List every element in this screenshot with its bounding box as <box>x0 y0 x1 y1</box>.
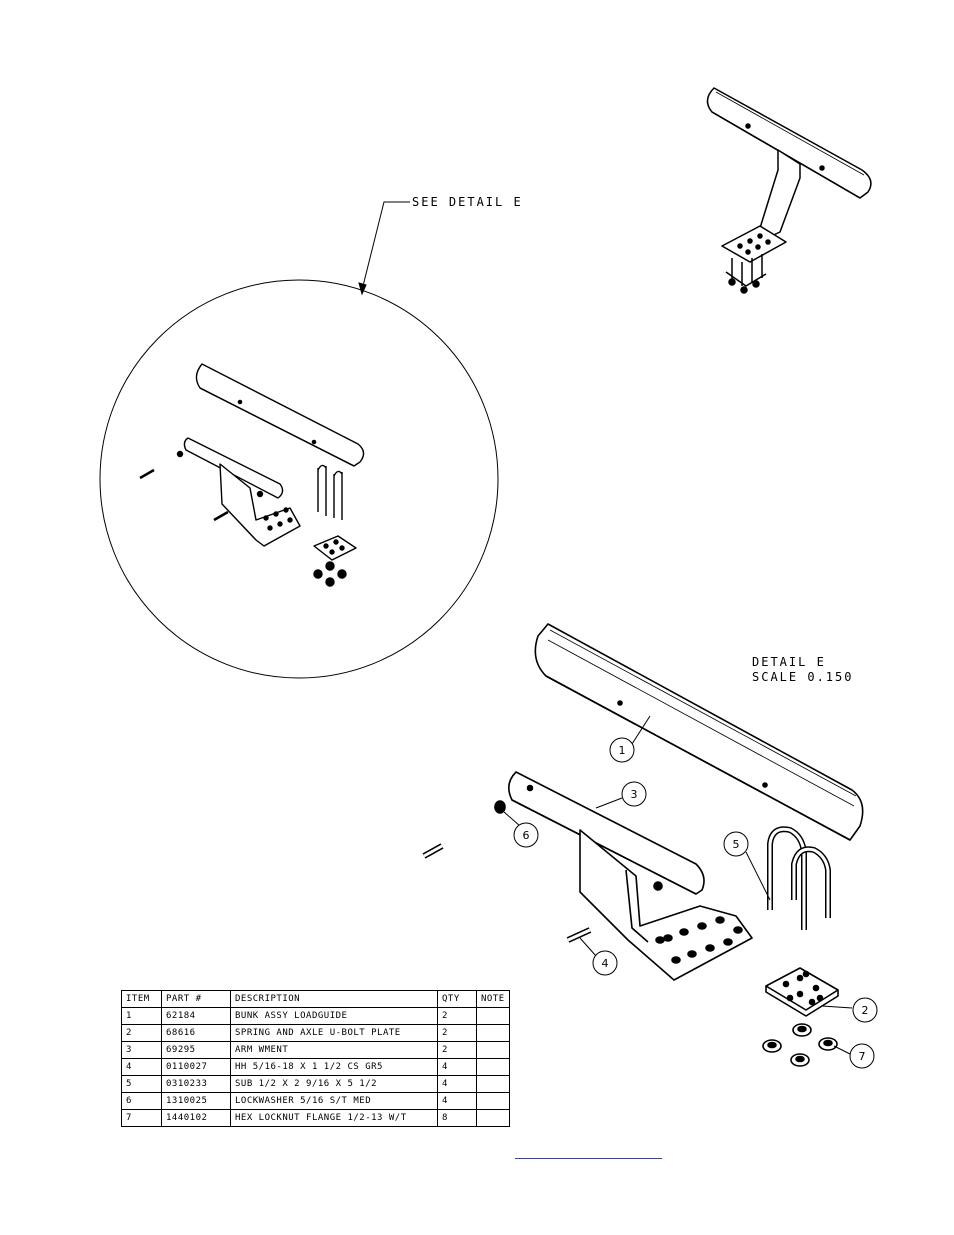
detail-e-title: DETAIL E <box>752 655 826 669</box>
bom-cell <box>476 1041 510 1059</box>
bom-cell: LOCKWASHER 5/16 S/T MED <box>230 1092 438 1110</box>
hyperlink-underline[interactable] <box>515 1158 662 1159</box>
bom-header-row: ITEM PART # DESCRIPTION QTY NOTE <box>121 990 510 1008</box>
detail-e-scale: SCALE 0.150 <box>752 670 853 684</box>
bill-of-materials-table: ITEM PART # DESCRIPTION QTY NOTE 1 62184… <box>121 990 510 1127</box>
see-detail-label: SEE DETAIL E <box>412 195 523 209</box>
balloon-6: 6 <box>513 822 539 848</box>
assembly-iso-view <box>706 87 872 294</box>
bom-header-note: NOTE <box>476 990 510 1008</box>
svg-text:6: 6 <box>523 829 530 842</box>
table-row: 5 0310233 SUB 1/2 X 2 9/16 X 5 1/2 4 <box>121 1075 510 1093</box>
svg-text:1: 1 <box>619 744 626 757</box>
bom-cell: 69295 <box>161 1041 231 1059</box>
bom-cell <box>476 1024 510 1042</box>
bom-cell: 4 <box>437 1075 477 1093</box>
bom-cell <box>476 1075 510 1093</box>
table-row: 4 0110027 HH 5/16-18 X 1 1/2 CS GR5 4 <box>121 1058 510 1076</box>
balloon-3: 3 <box>621 781 647 807</box>
bom-cell: 4 <box>437 1058 477 1076</box>
bom-header-part: PART # <box>161 990 231 1008</box>
see-detail-leader <box>358 201 410 296</box>
bom-cell <box>476 1092 510 1110</box>
bom-cell: 7 <box>121 1109 162 1127</box>
bom-cell: 4 <box>437 1092 477 1110</box>
bom-cell: 0310233 <box>161 1075 231 1093</box>
bom-cell <box>476 1007 510 1025</box>
bom-header-description: DESCRIPTION <box>230 990 438 1008</box>
table-row: 6 1310025 LOCKWASHER 5/16 S/T MED 4 <box>121 1092 510 1110</box>
svg-text:3: 3 <box>631 788 638 801</box>
bom-cell: 5 <box>121 1075 162 1093</box>
bom-cell: 0110027 <box>161 1058 231 1076</box>
bom-cell: SPRING AND AXLE U-BOLT PLATE <box>230 1024 438 1042</box>
bom-cell: HEX LOCKNUT FLANGE 1/2-13 W/T <box>230 1109 438 1127</box>
table-row: 7 1440102 HEX LOCKNUT FLANGE 1/2-13 W/T … <box>121 1109 510 1127</box>
svg-text:4: 4 <box>602 957 609 970</box>
bom-cell: ARM WMENT <box>230 1041 438 1059</box>
bom-header-qty: QTY <box>437 990 477 1008</box>
balloon-5: 5 <box>723 831 749 857</box>
bom-cell <box>476 1109 510 1127</box>
bom-cell: 62184 <box>161 1007 231 1025</box>
table-row: 1 62184 BUNK ASSY LOADGUIDE 2 <box>121 1007 510 1025</box>
bom-cell: 1310025 <box>161 1092 231 1110</box>
svg-text:7: 7 <box>859 1050 866 1063</box>
table-row: 3 69295 ARM WMENT 2 <box>121 1041 510 1059</box>
bom-cell: 2 <box>121 1024 162 1042</box>
bom-cell: 8 <box>437 1109 477 1127</box>
bom-cell: 2 <box>437 1041 477 1059</box>
bom-cell: HH 5/16-18 X 1 1/2 CS GR5 <box>230 1058 438 1076</box>
bom-cell: 4 <box>121 1058 162 1076</box>
balloon-2: 2 <box>852 997 878 1023</box>
bom-header-item: ITEM <box>121 990 162 1008</box>
balloon-leaders <box>503 715 853 1055</box>
svg-text:5: 5 <box>733 838 740 851</box>
detail-circle-miniature <box>139 363 365 587</box>
bom-cell <box>476 1058 510 1076</box>
bom-cell: BUNK ASSY LOADGUIDE <box>230 1007 438 1025</box>
bom-cell: 1440102 <box>161 1109 231 1127</box>
svg-text:2: 2 <box>862 1004 869 1017</box>
bom-cell: 2 <box>437 1007 477 1025</box>
bom-cell: 68616 <box>161 1024 231 1042</box>
bom-cell: SUB 1/2 X 2 9/16 X 5 1/2 <box>230 1075 438 1093</box>
detail-e-exploded-view <box>422 623 864 1067</box>
detail-circle <box>99 279 499 679</box>
bom-cell: 2 <box>437 1024 477 1042</box>
bom-cell: 6 <box>121 1092 162 1110</box>
table-row: 2 68616 SPRING AND AXLE U-BOLT PLATE 2 <box>121 1024 510 1042</box>
bom-cell: 1 <box>121 1007 162 1025</box>
balloon-7: 7 <box>849 1043 875 1069</box>
bom-cell: 3 <box>121 1041 162 1059</box>
balloon-1: 1 <box>609 737 635 763</box>
balloon-4: 4 <box>592 950 618 976</box>
